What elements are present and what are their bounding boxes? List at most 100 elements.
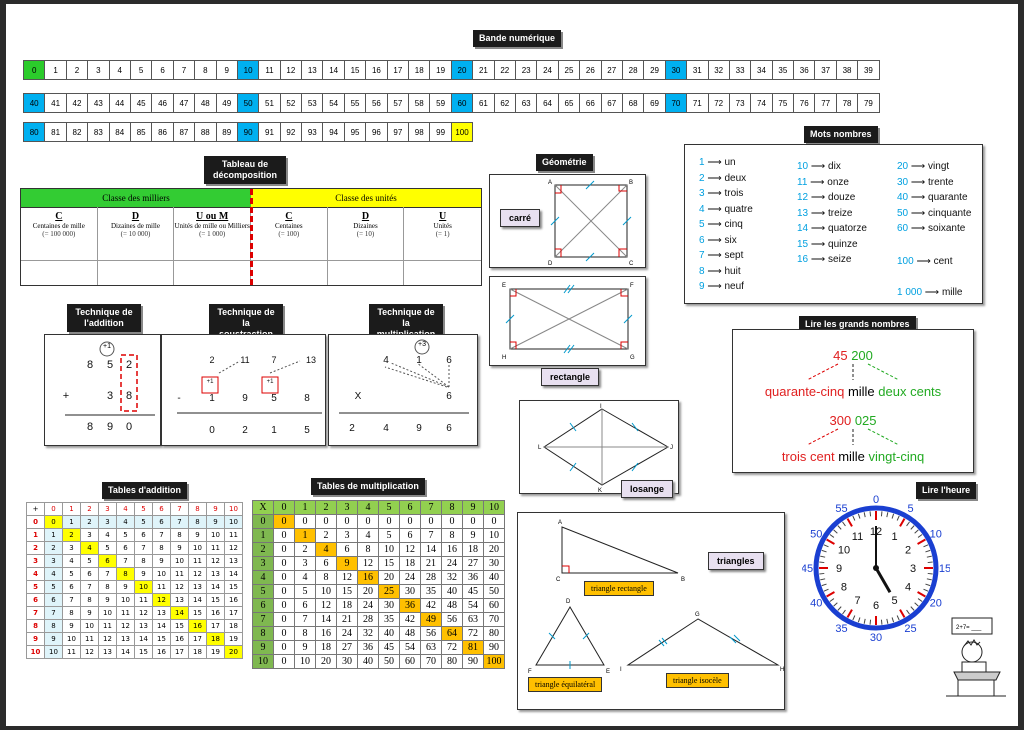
multiplication-result-digit: 9 <box>416 423 422 434</box>
addition-table-cell: 9 <box>62 619 81 633</box>
addition-table-cell: 15 <box>170 619 189 633</box>
addition-table-cell: 17 <box>170 645 189 659</box>
number-cell-46: 46 <box>151 93 174 113</box>
addition-table-cell: 14 <box>152 619 171 633</box>
decomp-letter: D <box>361 211 370 222</box>
clock-hour-label: 3 <box>910 563 916 575</box>
addition-table-col-header: 9 <box>206 502 225 516</box>
addition-diagram <box>65 341 155 416</box>
clock-tick <box>891 617 895 623</box>
addition-table-cell: 5 <box>98 541 117 555</box>
addition-table-row-header: 4 <box>26 567 45 581</box>
decomp-letter: D <box>131 211 140 222</box>
multiplication-table-cell: 16 <box>357 570 379 585</box>
addition-table-cell: 7 <box>80 580 99 594</box>
mot-number: 16 <box>797 254 809 265</box>
label-triangles: triangles <box>708 552 764 570</box>
clock-tick <box>829 598 835 602</box>
addition-table-col-header: 4 <box>116 502 135 516</box>
multiplication-table-cell: 30 <box>483 556 505 571</box>
multiplication-table-cell: 4 <box>294 570 316 585</box>
addition-table-cell: 14 <box>134 632 153 646</box>
multiplication-table-cell: 0 <box>273 612 295 627</box>
clock-tick <box>914 529 919 534</box>
addition-table-cell: 9 <box>80 606 99 620</box>
grands-nombres-diagram <box>806 363 900 446</box>
number-cell-73: 73 <box>728 93 752 113</box>
multiplication-table-col-header: 0 <box>273 500 295 515</box>
multiplication-table-cell: 12 <box>336 570 358 585</box>
number-cell-68: 68 <box>621 93 645 113</box>
mot-word: trois <box>724 188 744 199</box>
clock-tick <box>927 561 933 564</box>
multiplication-row-1-digit: 4 <box>383 355 389 366</box>
clock-tick <box>914 602 919 607</box>
addition-table-cell: 10 <box>134 580 153 594</box>
number-cell-19: 19 <box>429 60 452 80</box>
addition-table-cell: 7 <box>98 567 117 581</box>
addition-table-cell: 9 <box>116 580 135 594</box>
number-cell-96: 96 <box>365 122 388 142</box>
multiplication-table-cell: 8 <box>315 570 337 585</box>
mot-number: 2 <box>699 172 705 184</box>
addition-table-cell: 12 <box>116 619 135 633</box>
addition-table-cell: 10 <box>62 632 81 646</box>
ex2-words-red: trois cent <box>781 449 835 464</box>
multiplication-table-cell: 8 <box>294 626 316 641</box>
mot-2: 2 ⟶ deux <box>699 173 746 184</box>
clock-tick <box>906 609 910 615</box>
multiplication-table-cell: 28 <box>357 612 379 627</box>
mot-number: 10 <box>797 161 809 172</box>
mot-word: quinze <box>828 238 858 250</box>
clock-tick <box>891 513 895 519</box>
svg-text:J: J <box>670 445 673 451</box>
addition-table-cell: 3 <box>62 541 81 555</box>
number-cell-2: 2 <box>65 60 89 80</box>
addition-table-cell: 13 <box>188 580 207 594</box>
subtraction-row-2-digit: 9 <box>242 393 248 404</box>
multiplication-table-cell: 64 <box>441 626 463 641</box>
arrow-icon: ⟶ <box>908 161 929 172</box>
svg-text:D: D <box>566 599 571 605</box>
decomp-name: Centaines de mille <box>32 222 85 230</box>
addition-result-digit: 0 <box>125 421 133 433</box>
arrow-icon: ⟶ <box>704 234 725 246</box>
addition-row-2-digit: + <box>62 390 70 402</box>
clock-tick <box>925 549 931 553</box>
multiplication-table-col-header: 6 <box>399 500 421 515</box>
multiplication-table-cell: 81 <box>462 640 484 655</box>
addition-table-cell: 13 <box>98 645 117 659</box>
mot-4: 4 ⟶ quatre <box>699 204 753 215</box>
clock-hour-label: 2 <box>905 545 911 557</box>
multiplication-table-cell: 1 <box>294 528 316 543</box>
number-cell-72: 72 <box>707 93 730 113</box>
addition-table-cell: 18 <box>206 632 225 646</box>
multiplication-table-cell: 0 <box>273 570 295 585</box>
multiplication-table-row-header: 5 <box>252 584 274 599</box>
clock-minute-label: 20 <box>930 598 942 610</box>
mot-14: 14 ⟶ quatorze <box>797 223 867 234</box>
ex2-words-green: vingt-cinq <box>868 449 925 464</box>
addition-table-cell: 4 <box>98 528 117 542</box>
multiplication-table-cell: 35 <box>420 584 442 599</box>
multiplication-table-cell: 36 <box>462 570 484 585</box>
number-cell-26: 26 <box>579 60 602 80</box>
mot-number: 30 <box>897 176 909 188</box>
mot-word: seize <box>828 254 852 265</box>
addition-table-cell: 12 <box>134 606 153 620</box>
addition-table-cell: 9 <box>44 632 63 646</box>
clock-hour-label: 5 <box>891 595 897 607</box>
number-cell-87: 87 <box>172 122 196 142</box>
addition-table-cell: 11 <box>170 567 189 581</box>
multiplication-table-row-header: 6 <box>252 598 274 613</box>
addition-table-cell: 20 <box>224 645 243 659</box>
addition-table-cell: 8 <box>152 541 171 555</box>
multiplication-table-cell: 20 <box>357 584 379 599</box>
addition-table-row-header: 5 <box>26 580 45 594</box>
mot-number: 8 <box>699 265 705 277</box>
ex1-words-green: deux cents <box>878 384 942 399</box>
multiplication-table-cell: 0 <box>273 528 295 543</box>
number-cell-53: 53 <box>301 93 324 113</box>
